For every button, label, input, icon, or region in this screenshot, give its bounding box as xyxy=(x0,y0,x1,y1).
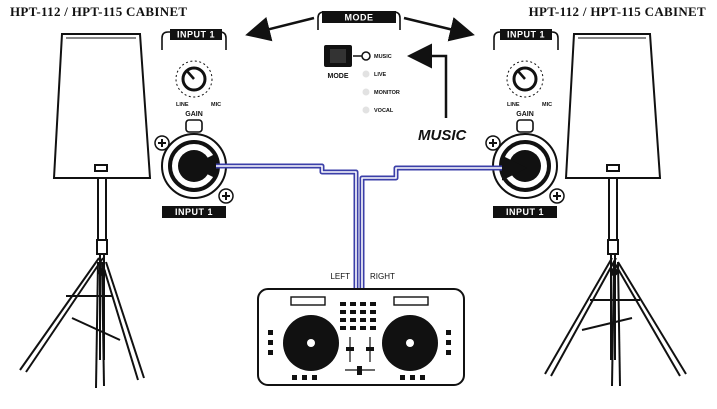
right-input-top-label: INPUT 1 xyxy=(507,30,545,40)
mode-panel-header: MODE xyxy=(345,13,374,23)
right-speaker xyxy=(564,33,662,179)
left-knob-max: MIC xyxy=(211,102,221,108)
mode-button[interactable] xyxy=(324,45,352,67)
music-callout: MUSIC xyxy=(418,127,468,144)
left-screw-bottom xyxy=(218,188,234,204)
left-gain-knob[interactable] xyxy=(175,60,213,98)
music-callout-arrow xyxy=(407,43,448,118)
title-left: HPT-112 / HPT-115 CABINET xyxy=(10,4,187,19)
right-stand xyxy=(544,177,687,387)
left-buttons[interactable] xyxy=(268,330,317,380)
mode-button-label: MODE xyxy=(328,73,349,80)
right-control-panel: INPUT 1 LINE MIC GAIN INPUT 1 xyxy=(485,29,565,218)
right-input-bottom-label: INPUT 1 xyxy=(506,207,544,217)
mode-option-live-label: LIVE xyxy=(374,72,387,78)
right-buttons[interactable] xyxy=(400,330,451,380)
mode-option-monitor-label: MONITOR xyxy=(374,90,400,96)
left-combo-jack[interactable] xyxy=(161,119,227,199)
title-right: HPT-112 / HPT-115 CABINET xyxy=(529,4,706,19)
mode-option-music[interactable]: MUSIC xyxy=(361,51,392,61)
right-knob-max: MIC xyxy=(542,102,552,108)
left-stand xyxy=(19,177,145,389)
left-gain-label: GAIN xyxy=(185,111,203,118)
crossfader[interactable] xyxy=(345,366,375,375)
mode-option-music-label: MUSIC xyxy=(374,54,392,60)
left-knob-min: LINE xyxy=(176,102,189,108)
cable-left-label: LEFT xyxy=(330,272,350,281)
left-speaker xyxy=(52,33,152,179)
mode-option-vocal[interactable]: VOCAL xyxy=(362,106,394,115)
mode-option-monitor[interactable]: MONITOR xyxy=(362,88,400,97)
right-screw-top xyxy=(485,135,501,151)
right-screw-bottom xyxy=(549,188,565,204)
left-control-panel: INPUT 1 LINE MIC GAIN INPUT 1 xyxy=(154,29,234,218)
right-gain-label: GAIN xyxy=(516,111,534,118)
mode-option-live[interactable]: LIVE xyxy=(362,70,387,79)
left-screw-top xyxy=(154,135,170,151)
mode-panel: MODE MODE MUSIC LIVE MONITOR VOCAL MUSIC xyxy=(245,11,475,144)
right-combo-jack[interactable] xyxy=(492,119,558,199)
cable-right-label: RIGHT xyxy=(370,272,395,281)
mixer-knobs[interactable] xyxy=(340,302,376,330)
right-gain-knob[interactable] xyxy=(506,60,544,98)
mode-option-vocal-label: VOCAL xyxy=(374,108,394,114)
left-input-top-label: INPUT 1 xyxy=(177,30,215,40)
channel-faders[interactable] xyxy=(346,337,374,362)
left-jog-wheel[interactable] xyxy=(283,315,339,371)
right-knob-min: LINE xyxy=(507,102,520,108)
left-input-bottom-label: INPUT 1 xyxy=(175,207,213,217)
cables xyxy=(191,153,527,288)
dj-controller xyxy=(257,288,465,386)
right-jog-wheel[interactable] xyxy=(382,315,438,371)
